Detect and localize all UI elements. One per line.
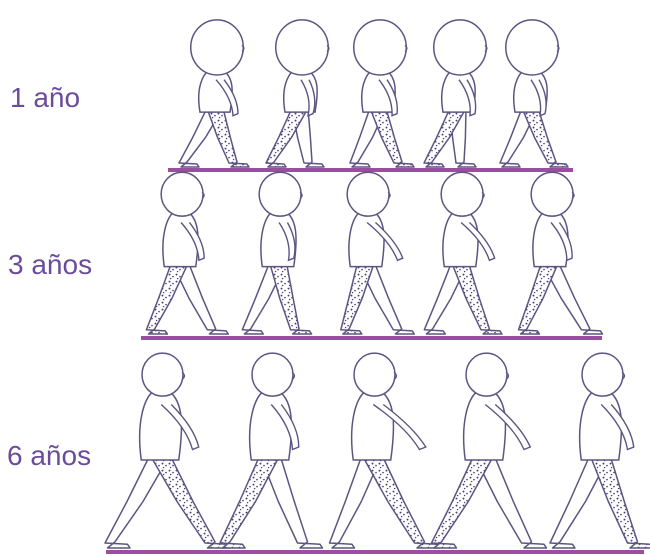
leg-stippled <box>150 455 230 548</box>
walking-child-figure <box>550 353 650 548</box>
torso <box>250 392 292 460</box>
walking-child-figure <box>179 20 249 167</box>
torso <box>580 392 622 460</box>
head <box>252 353 293 396</box>
walking-child-figure <box>266 20 329 167</box>
head <box>441 172 483 216</box>
leg-stippled <box>270 262 312 334</box>
walking-child-figure <box>220 353 323 548</box>
leg-stippled <box>341 262 375 334</box>
head <box>466 353 507 396</box>
torso <box>352 392 394 460</box>
walking-child-figure <box>350 20 414 167</box>
walking-child-figure <box>424 172 502 334</box>
leg-stippled <box>220 455 280 548</box>
head <box>506 20 559 75</box>
leg-stippled <box>207 108 249 167</box>
walking-child-figure <box>146 172 228 334</box>
leg-stippled <box>590 455 650 548</box>
walking-child-figure <box>341 172 415 334</box>
walking-child-figure <box>500 20 568 167</box>
figures <box>105 20 650 548</box>
walking-child-figure <box>330 353 440 548</box>
leg-stippled <box>146 262 188 334</box>
head <box>531 172 573 216</box>
head <box>347 172 389 216</box>
walking-child-figure <box>432 353 547 548</box>
leg-stippled <box>432 455 495 548</box>
walking-child-figure <box>105 353 230 548</box>
torso <box>443 212 478 267</box>
head <box>582 353 623 396</box>
leg-stippled <box>362 455 440 548</box>
leg-stippled <box>519 262 559 334</box>
walking-child-figure <box>242 172 311 334</box>
leg-stippled <box>452 262 502 334</box>
leg-stippled <box>370 108 414 167</box>
head <box>434 20 487 75</box>
head <box>161 172 203 216</box>
torso <box>140 392 182 460</box>
head <box>191 20 244 75</box>
leg-stippled <box>522 108 568 167</box>
head <box>142 353 183 396</box>
torso <box>349 212 384 267</box>
walking-child-figure <box>424 20 487 167</box>
head <box>354 353 395 396</box>
torso <box>464 392 506 460</box>
head <box>276 20 329 75</box>
walking-child-figure <box>519 172 603 334</box>
head <box>354 20 407 75</box>
head <box>259 172 301 216</box>
